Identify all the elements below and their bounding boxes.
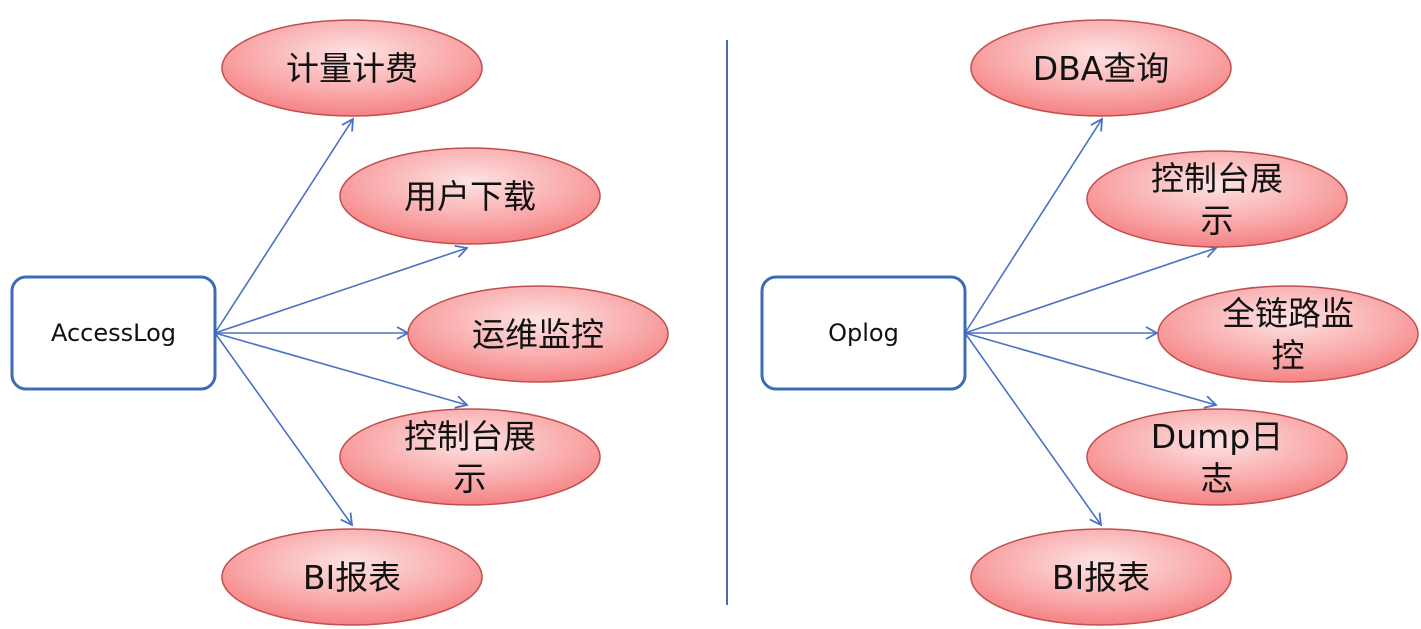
oplog-target-label: 控 [1272, 336, 1305, 375]
accesslog-target-label: BI报表 [303, 558, 401, 597]
oplog-target-ellipse [1157, 285, 1419, 383]
accesslog-arrow-5 [214, 332, 354, 527]
oplog-target-5: BI报表 [970, 528, 1232, 626]
accesslog-target-label: 控制台展 [404, 417, 536, 456]
accesslog-arrow-2 [214, 244, 469, 334]
accesslog-target-ellipse [339, 147, 601, 245]
oplog-target-label: Dump日 [1151, 417, 1283, 456]
oplog-target-label: BI报表 [1052, 558, 1150, 597]
accesslog-source-box [10, 275, 217, 391]
oplog-target-label: 志 [1201, 459, 1234, 498]
oplog-arrow-1 [964, 117, 1104, 334]
accesslog-source-label: AccessLog [51, 319, 176, 347]
accesslog-target-1: 计量计费 [221, 19, 483, 117]
accesslog-target-ellipse [339, 408, 601, 506]
oplog-target-ellipse [970, 19, 1232, 117]
accesslog-target-ellipse [407, 285, 669, 383]
accesslog-target-label: 用户下载 [404, 177, 536, 216]
accesslog-target-ellipse [221, 19, 483, 117]
accesslog-target-5: BI报表 [221, 528, 483, 626]
oplog-target-1: DBA查询 [970, 19, 1232, 117]
oplog-target-label: 示 [1201, 201, 1234, 240]
accesslog-target-2: 用户下载 [339, 147, 601, 245]
oplog-arrow-5 [964, 332, 1103, 527]
oplog-source-box [760, 275, 967, 391]
oplog-target-ellipse [1086, 150, 1348, 248]
oplog-target-label: 全链路监 [1222, 294, 1354, 333]
accesslog-arrow-4 [214, 332, 469, 409]
oplog-target-ellipse [1086, 408, 1348, 506]
accesslog-target-label: 运维监控 [472, 315, 604, 354]
accesslog-target-3: 运维监控 [407, 285, 669, 383]
oplog-target-ellipse [970, 528, 1232, 626]
oplog-target-label: DBA查询 [1033, 49, 1170, 88]
oplog-arrow-4 [964, 332, 1218, 409]
accesslog-arrow-1 [214, 117, 355, 334]
oplog-source-label: Oplog [828, 319, 899, 347]
accesslog-target-label: 示 [454, 459, 487, 498]
accesslog-target-label: 计量计费 [286, 49, 418, 88]
oplog-arrow-2 [964, 244, 1218, 334]
oplog-target-label: 控制台展 [1151, 159, 1283, 198]
accesslog-target-ellipse [221, 528, 483, 626]
